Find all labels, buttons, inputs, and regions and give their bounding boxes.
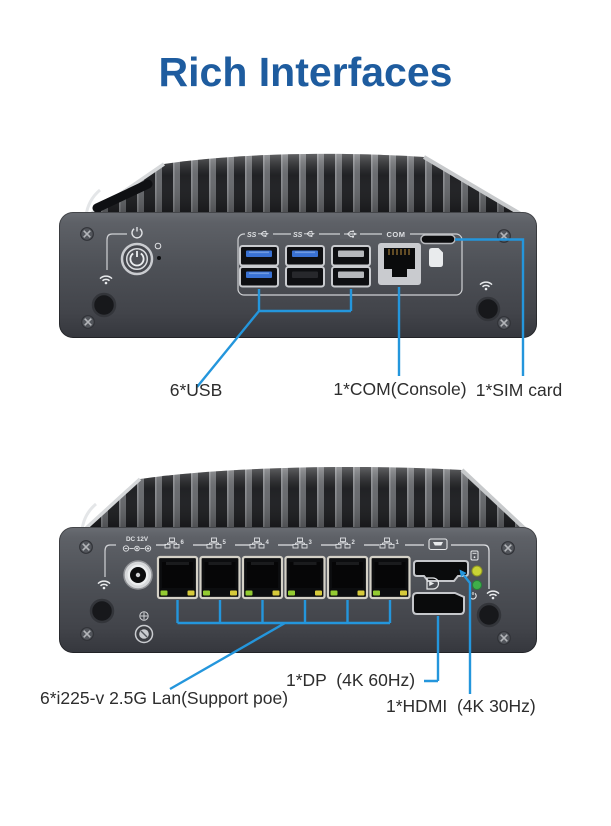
screw-icon bbox=[496, 630, 512, 646]
screw-icon bbox=[78, 539, 94, 555]
screw-icon bbox=[496, 315, 512, 331]
usb-trident-icon bbox=[304, 230, 315, 237]
hdmi-icon bbox=[428, 538, 448, 551]
lan-port bbox=[326, 555, 369, 600]
usb-callout-label: 6*USB bbox=[169, 380, 223, 400]
sim-card-slot bbox=[420, 234, 456, 245]
lan-port-icons: 6 5 4 bbox=[164, 537, 400, 549]
dp-port bbox=[412, 592, 465, 615]
sim-callout-line bbox=[455, 238, 525, 376]
usb3-label: SS bbox=[293, 230, 315, 239]
lan-port bbox=[156, 555, 199, 600]
screw-icon bbox=[79, 226, 95, 242]
antenna-hole bbox=[91, 292, 117, 318]
antenna-hole bbox=[89, 598, 115, 624]
usb2-port bbox=[331, 266, 371, 288]
lan-callout-line bbox=[169, 621, 390, 691]
top-device: SS SS bbox=[59, 153, 537, 388]
top-callout-lines bbox=[196, 238, 525, 388]
usb-callout-line bbox=[196, 289, 353, 388]
bottom-device: DC 12V bbox=[59, 467, 537, 694]
hdmi-callout-line bbox=[463, 574, 472, 694]
screw-icon bbox=[500, 540, 516, 556]
usb3-ss-text: SS bbox=[247, 232, 257, 239]
lan-port bbox=[199, 555, 241, 600]
usb-trident-icon bbox=[258, 230, 269, 237]
lan-number: 6 bbox=[181, 540, 185, 546]
com-callout-label: 1*COM(Console) bbox=[333, 379, 467, 399]
lan-silk-row bbox=[156, 544, 490, 589]
screw-icon bbox=[79, 626, 95, 642]
lan-number: 3 bbox=[309, 540, 313, 546]
usb2-port bbox=[331, 245, 371, 267]
usb2-trident-icon bbox=[344, 230, 358, 238]
sim-icon bbox=[429, 248, 443, 267]
sim-callout-label: 1*SIM card bbox=[475, 380, 563, 400]
usb3-ss-text: SS bbox=[293, 232, 303, 239]
dp-callout-label: 1*DP (4K 60Hz) bbox=[286, 670, 416, 690]
usb3-port bbox=[239, 245, 279, 267]
lan-number: 2 bbox=[352, 540, 356, 546]
lan-number: 1 bbox=[396, 540, 400, 546]
hdmi-callout-arrowhead bbox=[459, 569, 467, 578]
antenna-hole bbox=[476, 602, 502, 628]
dc-power-jack bbox=[123, 560, 153, 590]
hdmi-callout-label: 1*HDMI (4K 30Hz) bbox=[386, 696, 536, 716]
dp-callout-line bbox=[424, 616, 440, 683]
reset-pinhole bbox=[154, 242, 162, 260]
power-led bbox=[472, 580, 482, 590]
lan-port bbox=[284, 555, 326, 600]
power-button bbox=[120, 242, 154, 276]
dc-polarity-icon bbox=[122, 545, 152, 552]
hdmi-port bbox=[413, 560, 469, 582]
grounding-screw bbox=[134, 611, 154, 644]
hdd-icon bbox=[470, 550, 479, 561]
usb-port bbox=[285, 266, 325, 288]
heatsink bbox=[80, 467, 528, 532]
lan-port bbox=[241, 555, 284, 600]
usb3-port bbox=[239, 266, 279, 288]
lan-number: 5 bbox=[223, 540, 227, 546]
antenna-rod bbox=[92, 179, 153, 213]
lan-callout-stubs bbox=[176, 600, 392, 623]
com-console-port bbox=[377, 242, 422, 286]
status-leds bbox=[469, 550, 483, 600]
dc-12v-label: DC 12V bbox=[126, 536, 149, 543]
com-label: COM bbox=[387, 230, 406, 239]
lan-callout-label: 6*i225-v 2.5G Lan(Support poe) bbox=[40, 688, 289, 708]
hdd-led bbox=[471, 565, 483, 577]
dp-icon bbox=[426, 577, 440, 590]
screw-icon bbox=[80, 314, 96, 330]
bottom-callout-lines bbox=[169, 569, 472, 694]
heatsink bbox=[84, 153, 526, 218]
lan-number: 4 bbox=[266, 540, 270, 546]
usb3-port bbox=[285, 245, 325, 267]
antenna-hole bbox=[475, 296, 501, 322]
usb3-label: SS bbox=[247, 230, 269, 239]
page-title: Rich Interfaces bbox=[158, 49, 453, 95]
lan-port bbox=[369, 555, 411, 600]
